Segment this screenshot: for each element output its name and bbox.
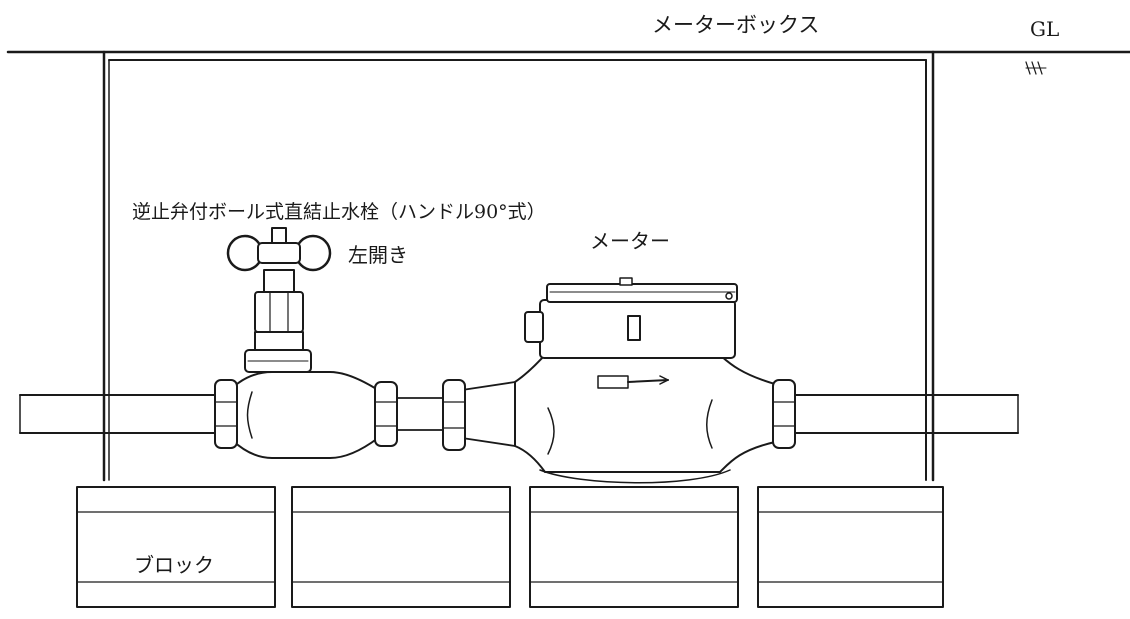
block-2 [291, 486, 511, 608]
block-label: ブロック [134, 553, 214, 577]
meter-nut-right [772, 379, 796, 449]
pipe-left [19, 394, 216, 434]
meter-box-label: メーターボックス [652, 13, 819, 37]
left-open-label: 左開き [348, 243, 408, 267]
block-3 [529, 486, 739, 608]
pipe-right [794, 394, 1019, 434]
valve-label: 逆止弁付ボール式直結止水栓（ハンドル90°式） [132, 201, 546, 223]
valve-body [231, 371, 379, 459]
block-4 [757, 486, 944, 608]
meter-head [524, 277, 738, 359]
meter-nut-left [442, 379, 466, 451]
valve-nut-right [374, 381, 398, 447]
meter-body [514, 354, 776, 484]
meter-box-outline [102, 50, 935, 482]
valve-handle [226, 227, 332, 272]
valve-stem [244, 269, 312, 373]
valve-nut-left [214, 379, 238, 449]
ground-level-label: GL [1030, 17, 1059, 41]
meter-label: メーター [590, 229, 670, 253]
ground-hatch [1025, 61, 1047, 75]
block-1 [76, 486, 276, 608]
pipe-middle [394, 381, 516, 447]
